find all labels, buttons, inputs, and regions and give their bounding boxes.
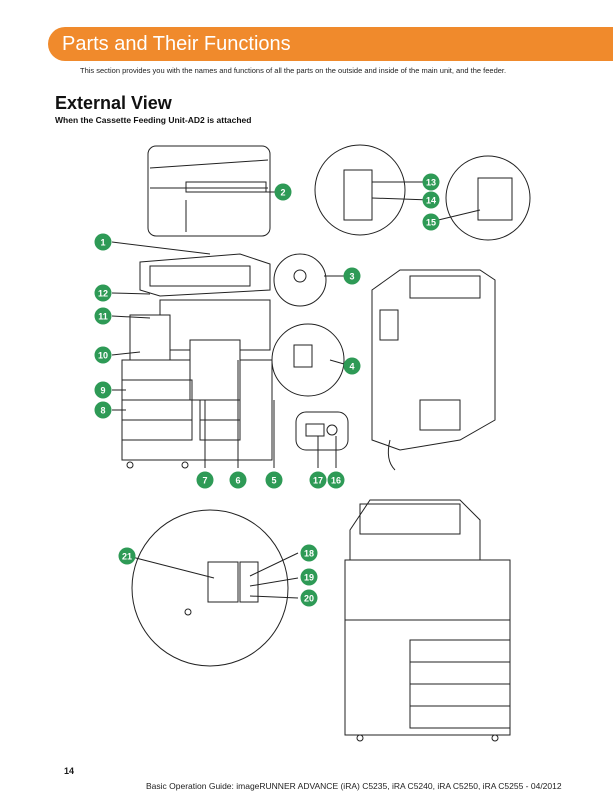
callout-1: 1 bbox=[94, 233, 112, 251]
svg-text:17: 17 bbox=[313, 476, 323, 486]
svg-text:11: 11 bbox=[98, 312, 108, 322]
footer-guide-text: Basic Operation Guide: imageRUNNER ADVAN… bbox=[146, 781, 562, 791]
svg-text:5: 5 bbox=[271, 476, 276, 486]
callout-8: 8 bbox=[94, 401, 112, 419]
callout-21: 21 bbox=[118, 547, 136, 565]
svg-text:10: 10 bbox=[98, 351, 108, 361]
callout-15: 15 bbox=[422, 213, 440, 231]
callout-17: 17 bbox=[309, 471, 327, 489]
callout-5: 5 bbox=[265, 471, 283, 489]
svg-text:14: 14 bbox=[426, 196, 436, 206]
svg-text:18: 18 bbox=[304, 549, 314, 559]
section-heading: External View bbox=[55, 93, 172, 113]
callout-19: 19 bbox=[300, 568, 318, 586]
svg-text:12: 12 bbox=[98, 289, 108, 299]
page-number: 14 bbox=[64, 766, 75, 776]
callout-16: 16 bbox=[327, 471, 345, 489]
callout-2: 2 bbox=[274, 183, 292, 201]
svg-text:16: 16 bbox=[331, 476, 341, 486]
callout-7: 7 bbox=[196, 471, 214, 489]
callout-11: 11 bbox=[94, 307, 112, 325]
svg-text:7: 7 bbox=[202, 476, 207, 486]
callout-20: 20 bbox=[300, 589, 318, 607]
svg-text:21: 21 bbox=[122, 552, 132, 562]
callout-3: 3 bbox=[343, 267, 361, 285]
svg-text:20: 20 bbox=[304, 594, 314, 604]
svg-text:2: 2 bbox=[280, 188, 285, 198]
svg-text:15: 15 bbox=[426, 218, 436, 228]
svg-text:6: 6 bbox=[235, 476, 240, 486]
callout-4: 4 bbox=[343, 357, 361, 375]
svg-text:9: 9 bbox=[100, 386, 105, 396]
callout-12: 12 bbox=[94, 284, 112, 302]
intro-text: This section provides you with the names… bbox=[80, 66, 507, 75]
section-banner bbox=[48, 27, 613, 61]
callout-18: 18 bbox=[300, 544, 318, 562]
section-subheading: When the Cassette Feeding Unit-AD2 is at… bbox=[55, 115, 252, 125]
page-title: Parts and Their Functions bbox=[62, 33, 291, 55]
callout-badges: 1 2 3 4 5 6 7 8 9 10 11 12 13 14 15 16 1… bbox=[94, 173, 440, 607]
svg-text:13: 13 bbox=[426, 178, 436, 188]
callout-13: 13 bbox=[422, 173, 440, 191]
svg-text:19: 19 bbox=[304, 573, 314, 583]
svg-text:4: 4 bbox=[349, 362, 354, 372]
callout-6: 6 bbox=[229, 471, 247, 489]
callout-14: 14 bbox=[422, 191, 440, 209]
callout-9: 9 bbox=[94, 381, 112, 399]
callout-10: 10 bbox=[94, 346, 112, 364]
svg-text:8: 8 bbox=[100, 406, 105, 416]
svg-text:3: 3 bbox=[349, 272, 354, 282]
svg-text:1: 1 bbox=[100, 238, 105, 248]
